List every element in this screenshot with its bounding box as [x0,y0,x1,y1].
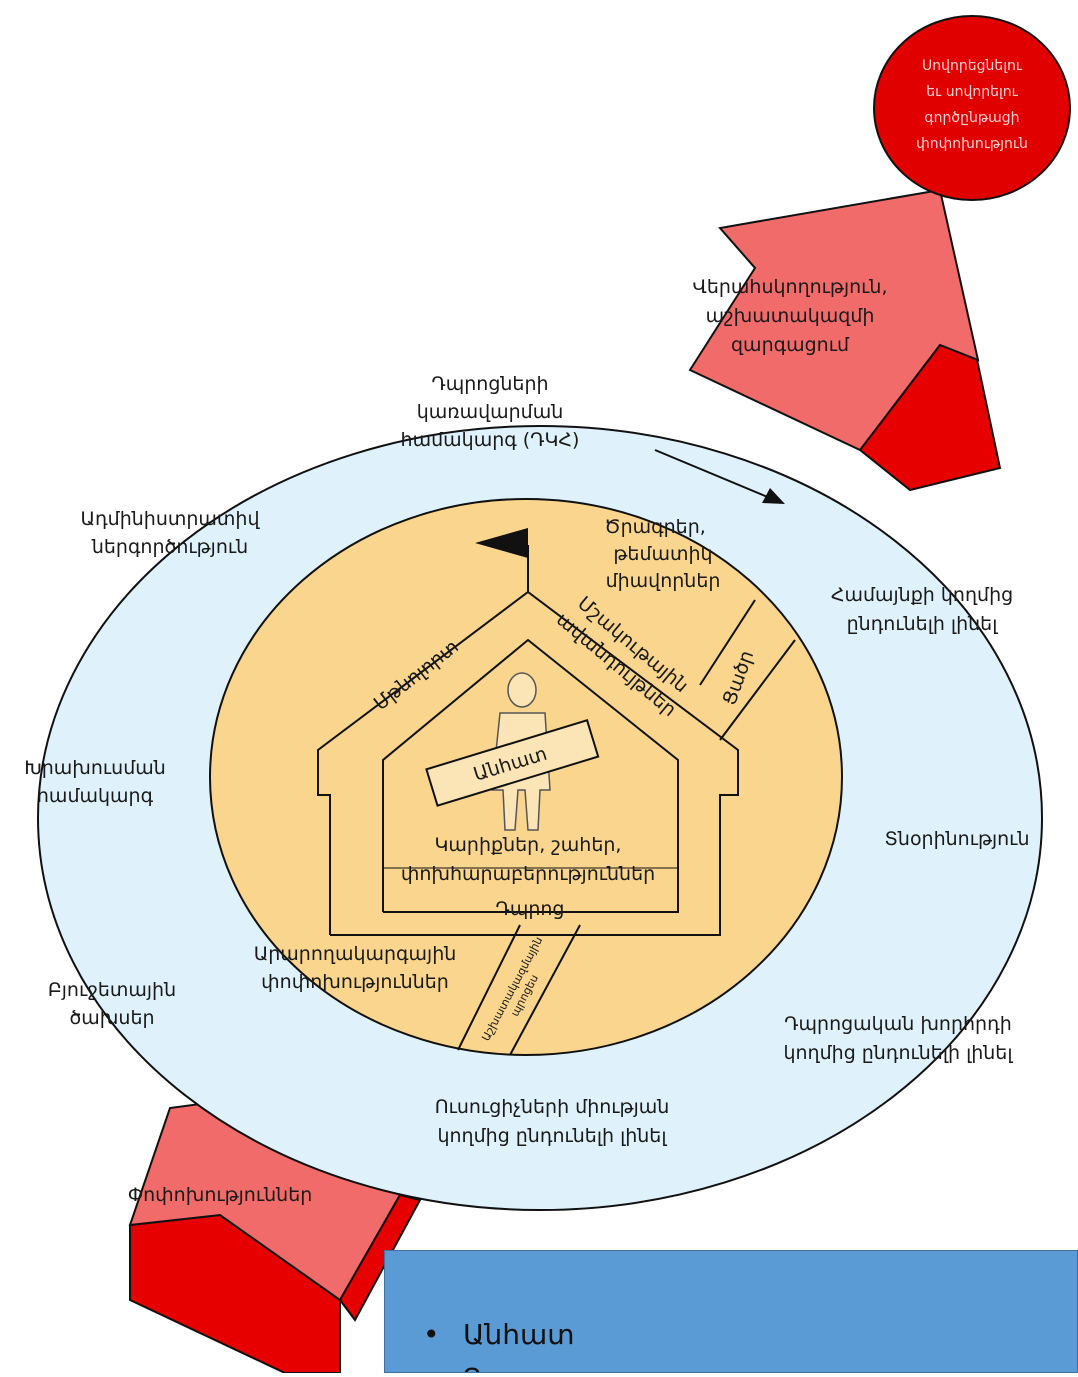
svg-text:եւ սովորելու: եւ սովորելու [926,84,1018,100]
svg-text:Համայնքի կողմից: Համայնքի կողմից [831,584,1013,606]
upper-arrow [688,188,1002,492]
svg-text:համակարգ: համակարգ [37,785,154,807]
school-label: Դպրոց [496,898,565,920]
advisory-label: Խրախուսման համակարգ [24,757,166,807]
bullet-item: Դպրոց [423,1357,574,1372]
svg-text:Ադմինիստրատիվ: Ադմինիստրատիվ [81,508,261,530]
svg-text:թեմատիկ: թեմատիկ [613,543,712,565]
svg-text:կողմից ընդունելի լինել: կողմից ընդունելի լինել [783,1042,1013,1064]
svg-text:Ուսուցիչների միության: Ուսուցիչների միության [435,1096,670,1118]
svg-text:փոփոխություններ: փոփոխություններ [261,971,449,993]
svg-text:ներգործություն: ներգործություն [91,536,248,558]
bullet-box: Անհատ Դպրոց [384,1250,1078,1373]
community-label: Համայնքի կողմից ընդունելի լինել [831,584,1013,635]
svg-text:միավորներ: միավորներ [606,570,721,592]
svg-text:Սովորեցնելու: Սովորեցնելու [922,58,1023,74]
house-outer [317,528,739,936]
svg-text:ծախսեր: ծախսեր [69,1007,154,1029]
lower-arrow-label: Փոփոխություններ [128,1184,313,1206]
svg-text:կառավարման: կառավարման [417,401,564,423]
sms-title: Դպրոցների կառավարման համակարգ (ԴԿՀ) [401,373,580,451]
school-board-label: Դպրոցական խորհրդի կողմից ընդունելի լինել [783,1013,1013,1064]
teachers-union-label: Ուսուցիչների միության կողմից ընդունելի լ… [435,1096,670,1147]
budget-label: Բյուջետային ծախսեր [48,979,176,1029]
admin-label: Ադմինիստրատիվ ներգործություն [81,508,261,558]
svg-text:համակարգ (ԴԿՀ): համակարգ (ԴԿՀ) [401,429,580,451]
bullet-item: Անհատ [423,1313,575,1357]
needs-label: Կարիքներ, շահեր, փոխհարաբերություններ [401,834,655,885]
lower-arrow [128,1098,422,1374]
svg-text:Վերահսկողություն,: Վերահսկողություն, [693,276,888,298]
director-label: Տնօրինություն [885,828,1030,850]
svg-text:փոխհարաբերություններ: փոխհարաբերություններ [401,863,655,885]
svg-text:զարգացում: զարգացում [731,334,850,356]
outcome-circle [873,15,1071,201]
programs-label: Ծրագրեր, թեմատիկ միավորներ [604,516,720,592]
low-strip [699,599,796,741]
bullet-list: Անհատ Դպրոց [385,1313,575,1372]
person-box [425,718,600,807]
svg-text:ընդունելի լինել: ընդունելի լինել [847,613,999,635]
house-inner [382,638,679,913]
flag-icon [475,528,528,558]
work-strip [457,924,581,1056]
svg-text:Արարողակարգային: Արարողակարգային [254,943,457,965]
svg-text:Դպրոցների: Դպրոցների [431,373,548,395]
svg-text:գործընթացի: գործընթացի [924,110,1019,126]
svg-text:աշխատակազմի: աշխատակազմի [706,305,875,327]
svg-text:փոփոխություն: փոփոխություն [916,136,1028,152]
svg-text:Խրախուսման: Խրախուսման [24,757,166,779]
svg-text:Կարիքներ, շահեր,: Կարիքներ, շահեր, [435,834,622,856]
outcome-circle-text: Սովորեցնելու եւ սովորելու գործընթացի փոփ… [916,58,1028,152]
svg-text:կողմից ընդունելի լինել: կողմից ընդունելի լինել [437,1125,667,1147]
svg-text:Դպրոցական խորհրդի: Դպրոցական խորհրդի [784,1013,1012,1035]
svg-text:Ծրագրեր,: Ծրագրեր, [604,516,706,538]
svg-text:Բյուջետային: Բյուջետային [48,979,176,1001]
direction-arrow [654,449,785,504]
upper-arrow-label: Վերահսկողություն, աշխատակազմի զարգացում [693,276,888,356]
procedural-label: Արարողակարգային փոփոխություններ [254,943,457,993]
